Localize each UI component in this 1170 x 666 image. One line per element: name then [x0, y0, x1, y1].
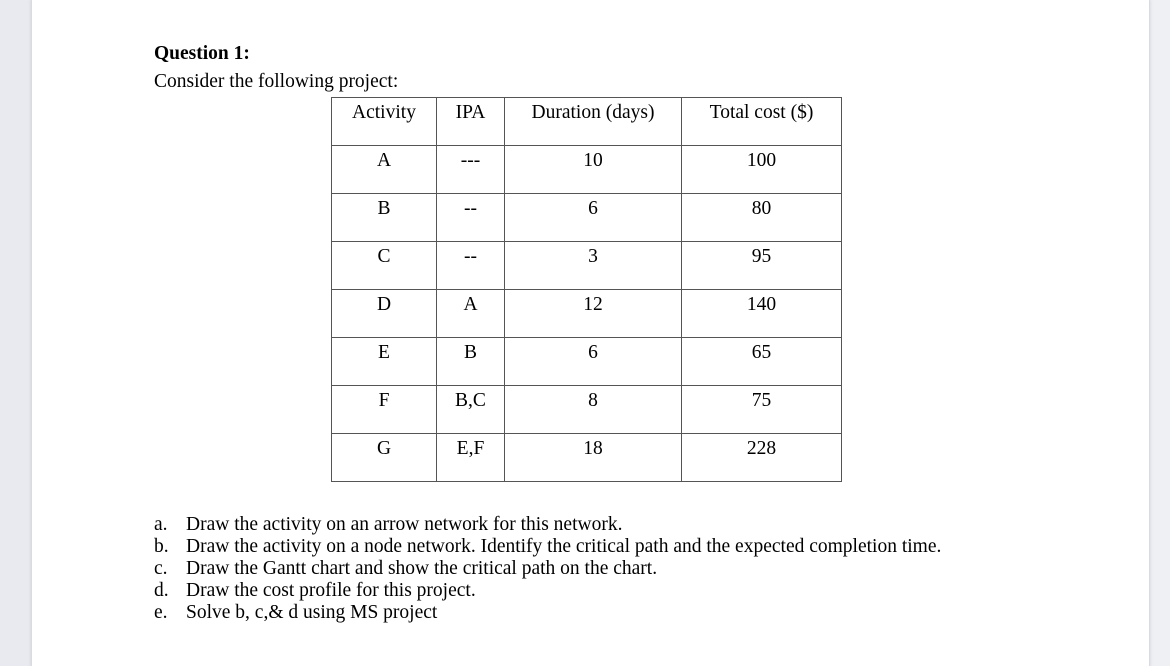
task-text: Draw the activity on an arrow network fo…	[186, 514, 623, 535]
task-marker: c.	[154, 558, 168, 579]
table-cell-activity: C	[331, 241, 437, 290]
table-cell-activity: E	[331, 337, 437, 386]
column-header-duration: Duration (days)	[504, 97, 682, 146]
question-title: Question 1:	[154, 43, 250, 64]
table-row: B -- 6 80	[331, 193, 842, 242]
table-cell-ipa: ---	[436, 145, 505, 194]
table-cell-duration: 8	[504, 385, 682, 434]
table-row: C -- 3 95	[331, 241, 842, 290]
column-header-activity: Activity	[331, 97, 437, 146]
table-row: E B 6 65	[331, 337, 842, 386]
task-text: Draw the activity on a node network. Ide…	[186, 536, 942, 557]
task-item: e. Solve b, c,& d using MS project	[154, 602, 1014, 624]
table-row: A --- 10 100	[331, 145, 842, 194]
table-cell-activity: G	[331, 433, 437, 482]
table-cell-ipa: A	[436, 289, 505, 338]
table-cell-cost: 100	[681, 145, 842, 194]
table-cell-duration: 12	[504, 289, 682, 338]
table-cell-cost: 65	[681, 337, 842, 386]
document-page: Question 1: Consider the following proje…	[31, 0, 1150, 666]
task-text: Draw the cost profile for this project.	[186, 580, 476, 601]
column-header-total-cost: Total cost ($)	[681, 97, 842, 146]
intro-text: Consider the following project:	[154, 71, 399, 92]
table-row: D A 12 140	[331, 289, 842, 338]
tasks-list: a. Draw the activity on an arrow network…	[154, 514, 1014, 624]
task-item: c. Draw the Gantt chart and show the cri…	[154, 558, 1014, 580]
table-cell-activity: F	[331, 385, 437, 434]
table-cell-cost: 80	[681, 193, 842, 242]
table-cell-cost: 75	[681, 385, 842, 434]
table-cell-cost: 95	[681, 241, 842, 290]
table-cell-activity: D	[331, 289, 437, 338]
task-marker: b.	[154, 536, 169, 557]
table-cell-ipa: --	[436, 193, 505, 242]
task-marker: d.	[154, 580, 169, 601]
task-item: b. Draw the activity on a node network. …	[154, 536, 1014, 558]
table-cell-ipa: B,C	[436, 385, 505, 434]
table-cell-duration: 18	[504, 433, 682, 482]
column-header-ipa: IPA	[436, 97, 505, 146]
table-cell-cost: 228	[681, 433, 842, 482]
table-cell-ipa: B	[436, 337, 505, 386]
activity-table: Activity IPA Duration (days) Total cost …	[331, 97, 842, 482]
table-cell-duration: 6	[504, 193, 682, 242]
table-header-row: Activity IPA Duration (days) Total cost …	[331, 97, 842, 146]
task-text: Draw the Gantt chart and show the critic…	[186, 558, 658, 579]
table-cell-cost: 140	[681, 289, 842, 338]
table-row: F B,C 8 75	[331, 385, 842, 434]
task-marker: a.	[154, 514, 168, 535]
table-cell-ipa: --	[436, 241, 505, 290]
table-cell-activity: A	[331, 145, 437, 194]
table-cell-duration: 3	[504, 241, 682, 290]
task-item: a. Draw the activity on an arrow network…	[154, 514, 1014, 536]
table-cell-ipa: E,F	[436, 433, 505, 482]
table-cell-duration: 6	[504, 337, 682, 386]
task-item: d. Draw the cost profile for this projec…	[154, 580, 1014, 602]
table-cell-duration: 10	[504, 145, 682, 194]
task-text: Solve b, c,& d using MS project	[186, 602, 438, 623]
table-cell-activity: B	[331, 193, 437, 242]
table-row: G E,F 18 228	[331, 433, 842, 482]
task-marker: e.	[154, 602, 168, 623]
